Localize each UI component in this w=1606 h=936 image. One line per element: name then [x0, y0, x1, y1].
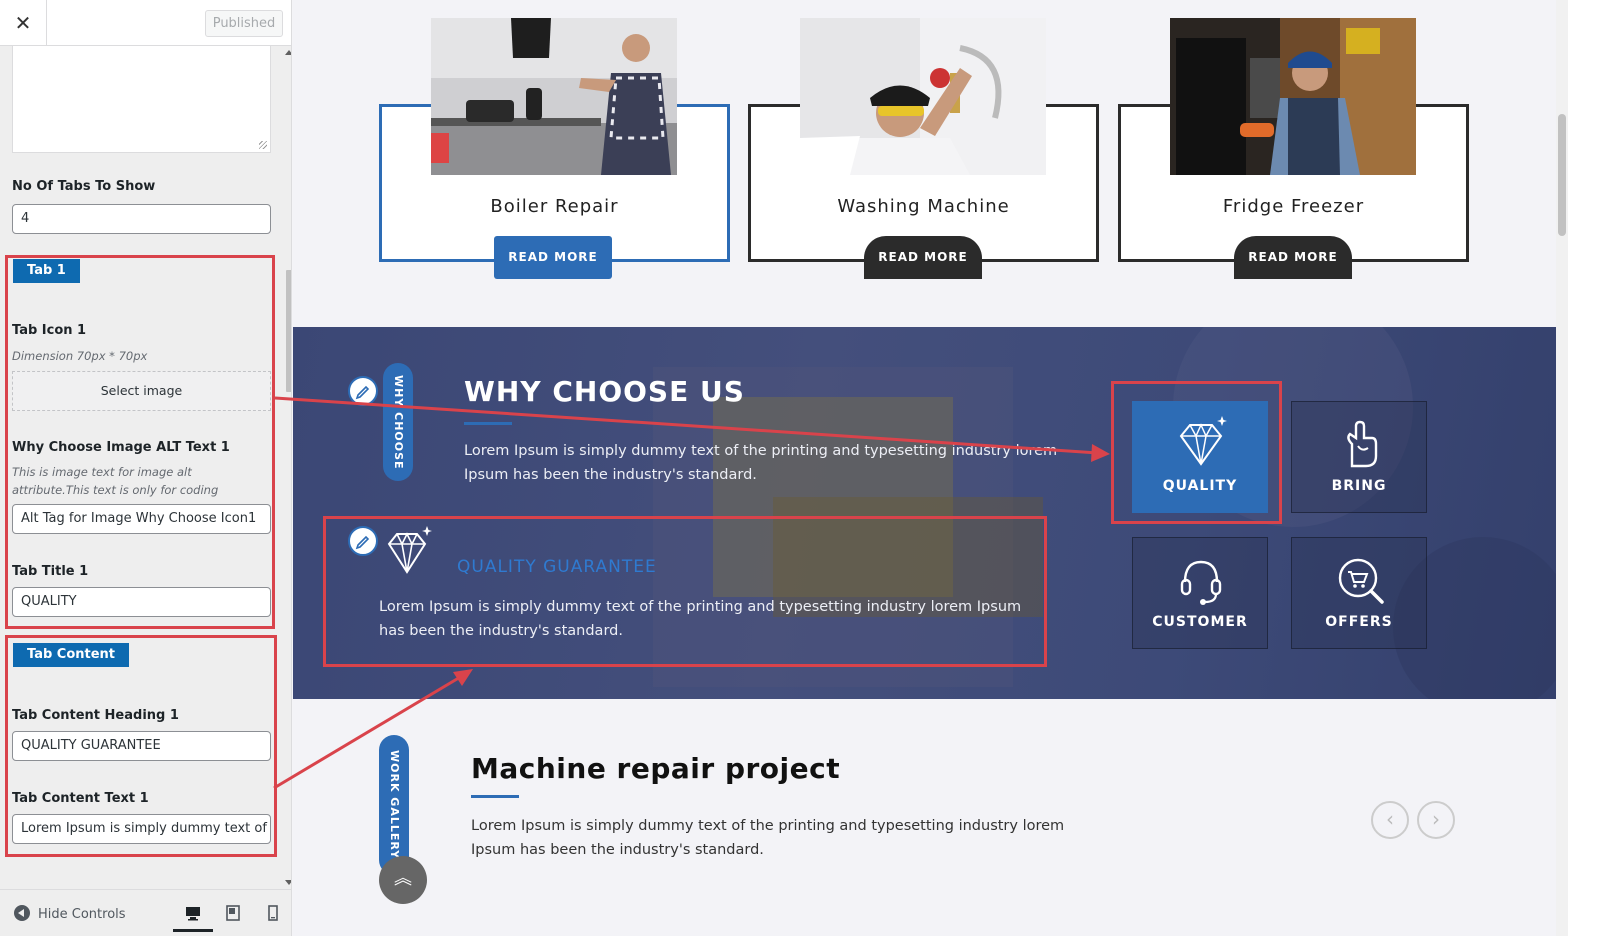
content-text: Lorem Ipsum is simply dummy text of the …: [379, 599, 1022, 639]
tab-label-quality: QUALITY: [1162, 478, 1238, 494]
why-choose-text: Lorem Ipsum is simply dummy text of the …: [464, 443, 1058, 483]
work-gallery-side-label: WORK GALLERY: [379, 735, 409, 875]
annotation-frame-quality-tab: [1111, 381, 1282, 524]
preview-mobile-button[interactable]: [253, 900, 291, 932]
why-choose-title: WHY CHOOSE US: [464, 375, 745, 408]
content-heading-label: Tab Content Heading 1: [12, 708, 179, 723]
preview-desktop-button[interactable]: [173, 900, 213, 932]
annotation-frame-tab1: [5, 255, 275, 629]
tab-content-tag: Tab Content: [13, 643, 130, 667]
chevron-right-icon: ›: [1432, 807, 1440, 831]
pencil-icon: [355, 385, 370, 400]
sidebar-header: ✕ Published: [0, 0, 291, 46]
alt-text-label: Why Choose Image ALT Text 1: [12, 440, 230, 455]
collapse-icon: [14, 905, 30, 921]
mobile-icon: [268, 905, 278, 921]
why-choose-section: WHY CHOOSE WHY CHOOSE US Lorem Ipsum is …: [293, 327, 1556, 699]
content-heading-input[interactable]: QUALITY GUARANTEE: [12, 731, 271, 761]
annotation-frame-content: [323, 516, 1047, 667]
headset-icon: [1180, 560, 1222, 605]
gallery-title: Machine repair project: [471, 752, 841, 785]
tab-icon-label: Tab Icon 1: [12, 323, 87, 338]
preview-scrollbar-thumb[interactable]: [1558, 114, 1566, 236]
content-text-label: Tab Content Text 1: [12, 791, 149, 806]
sidebar-scroll-up[interactable]: [285, 50, 291, 55]
why-title-underline: [464, 422, 512, 425]
hide-controls-button[interactable]: Hide Controls: [14, 905, 126, 922]
tab-title-label: Tab Title 1: [12, 564, 89, 579]
hand-icon: [1347, 420, 1378, 468]
why-choose-side-label: WHY CHOOSE: [383, 363, 413, 481]
service-title-washing: Washing Machine: [837, 196, 1010, 217]
edit-shortcut-why[interactable]: [348, 376, 378, 406]
gallery-prev-button[interactable]: ‹: [1371, 801, 1409, 839]
sidebar-controls: No Of Tabs To Show 4 Tab 1 Tab Icon 1 Di…: [0, 46, 291, 889]
tab-title-input[interactable]: QUALITY: [12, 587, 271, 617]
sidebar-scrollbar-thumb[interactable]: [286, 270, 291, 392]
site-preview: Boiler Repair Washing Machine Fridge Fre…: [293, 0, 1556, 936]
pencil-icon: [355, 535, 370, 550]
tab1-tag: Tab 1: [13, 259, 80, 283]
tab-offers[interactable]: OFFERS: [1291, 537, 1427, 649]
no-of-tabs-input[interactable]: 4: [12, 204, 271, 234]
close-icon: ✕: [14, 11, 32, 35]
chevron-left-icon: ‹: [1386, 807, 1394, 831]
edit-shortcut-content[interactable]: [348, 526, 378, 556]
tablet-icon: [226, 905, 240, 921]
tab-label-offers: OFFERS: [1325, 614, 1393, 630]
close-button[interactable]: ✕: [0, 0, 47, 46]
gallery-next-button[interactable]: ›: [1417, 801, 1455, 839]
gallery-text: Lorem Ipsum is simply dummy text of the …: [471, 818, 1065, 858]
double-chevron-up-icon: ︽: [394, 868, 412, 889]
alt-text-input[interactable]: Alt Tag for Image Why Choose Icon1: [12, 504, 271, 534]
sidebar-footer: Hide Controls: [0, 889, 291, 936]
cart-search-icon: [1338, 558, 1384, 604]
tab-customer[interactable]: CUSTOMER: [1132, 537, 1268, 649]
preview-scrollbar[interactable]: [1556, 0, 1568, 936]
content-heading: QUALITY GUARANTEE: [457, 557, 657, 577]
hide-controls-label: Hide Controls: [38, 907, 126, 922]
sidebar-scroll-down[interactable]: [285, 880, 291, 885]
customizer-sidebar: ✕ Published No Of Tabs To Show 4 Tab 1 T…: [0, 0, 292, 936]
right-margin: [1568, 0, 1606, 936]
service-title-fridge: Fridge Freezer: [1222, 196, 1365, 217]
publish-button[interactable]: Published: [205, 10, 283, 37]
content-text-input[interactable]: Lorem Ipsum is simply dummy text of t: [12, 814, 271, 844]
washing-machine-image: [800, 18, 1046, 175]
diamond-icon: [1179, 416, 1227, 466]
tab-bring[interactable]: BRING: [1291, 401, 1427, 513]
back-to-top-button[interactable]: ︽: [379, 856, 427, 904]
desktop-icon: [186, 907, 200, 921]
preview-tablet-button[interactable]: [213, 900, 253, 932]
boiler-repair-image: [431, 18, 677, 175]
tab-quality[interactable]: QUALITY: [1132, 401, 1268, 513]
diamond-icon: [387, 526, 432, 574]
select-image-button[interactable]: Select image: [12, 371, 271, 411]
service-title-boiler: Boiler Repair: [490, 196, 619, 217]
fridge-freezer-image: [1170, 18, 1416, 175]
read-more-button-washing[interactable]: READ MORE: [864, 236, 982, 279]
read-more-button-boiler[interactable]: READ MORE: [494, 236, 612, 279]
tab-label-bring: BRING: [1331, 478, 1387, 494]
tab-icon-hint: Dimension 70px * 70px: [12, 349, 148, 363]
textarea-field[interactable]: [12, 46, 271, 153]
read-more-button-fridge[interactable]: READ MORE: [1234, 236, 1352, 279]
gallery-title-underline: [471, 795, 519, 798]
no-of-tabs-label: No Of Tabs To Show: [12, 179, 156, 194]
tab-label-customer: CUSTOMER: [1152, 614, 1248, 630]
